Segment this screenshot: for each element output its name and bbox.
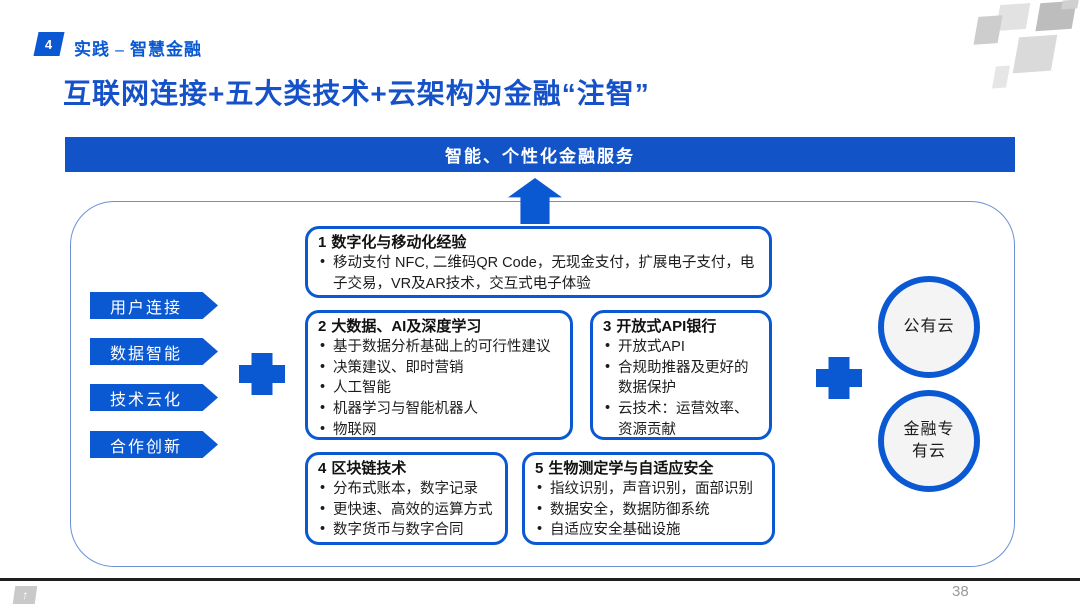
page-number: 38: [952, 583, 969, 600]
box-bullet: 开放式API: [603, 336, 759, 358]
box-bullet: 云技术：运营效率、资源贡献: [603, 398, 759, 440]
section-label: 实践 – 智慧金融: [74, 40, 202, 59]
box-bullet: 指纹识别，声音识别，面部识别: [535, 478, 762, 500]
page-title: 互联网连接+五大类技术+云架构为金融“注智”: [63, 78, 650, 109]
box-bullet: 更快速、高效的运算方式: [318, 499, 495, 521]
logo-icon: ↑: [12, 586, 38, 604]
box-bullet: 基于数据分析基础上的可行性建议: [318, 336, 560, 358]
top-banner: 智能、个性化金融服务: [65, 137, 1015, 172]
box-bullet: 移动支付 NFC, 二维码QR Code，无现金支付，扩展电子支付，电子交易，V…: [318, 252, 759, 294]
cloud-label: 金融专有云: [903, 420, 955, 460]
box-bullet-list: 指纹识别，声音识别，面部识别 数据安全，数据防御系统 自适应安全基础设施: [535, 478, 762, 541]
box-bullet-list: 移动支付 NFC, 二维码QR Code，无现金支付，扩展电子支付，电子交易，V…: [318, 252, 759, 294]
box-bullet: 人工智能: [318, 377, 560, 399]
box-bullet: 合规助推器及更好的数据保护: [603, 357, 759, 399]
box-bullet: 决策建议、即时营销: [318, 357, 560, 379]
flow-label-tech-cloud: 技术云化: [90, 384, 218, 411]
plus-icon: [239, 353, 285, 395]
decor-square-icon: [1012, 34, 1058, 74]
box-bullet: 数字货币与数字合同: [318, 519, 495, 541]
box-bullet: 机器学习与智能机器人: [318, 398, 560, 420]
decor-square-icon: [1061, 0, 1079, 10]
flow-label-data-intelligence: 数据智能: [90, 338, 218, 365]
box-number: 4: [318, 460, 327, 477]
plus-icon: [816, 357, 862, 399]
box-bullet-list: 基于数据分析基础上的可行性建议 决策建议、即时营销 人工智能 机器学习与智能机器…: [318, 336, 560, 441]
box-bullet: 数据安全，数据防御系统: [535, 499, 762, 521]
footer-divider: [0, 578, 1080, 581]
cloud-public: 公有云: [878, 276, 980, 378]
box-bullet: 分布式账本，数字记录: [318, 478, 495, 500]
box-bullet-list: 开放式API 合规助推器及更好的数据保护 云技术：运营效率、资源贡献: [603, 336, 759, 440]
box-bullet: 物联网: [318, 419, 560, 441]
box-bullet-list: 分布式账本，数字记录 更快速、高效的运算方式 数字货币与数字合同: [318, 478, 495, 541]
cloud-finance-private: 金融专有云: [878, 390, 980, 492]
decor-square-icon: [991, 65, 1011, 89]
section-number: 4: [45, 36, 53, 52]
box-number: 3: [603, 318, 612, 335]
decor-square-icon: [973, 15, 1003, 45]
cloud-label: 公有云: [903, 317, 955, 335]
box-number: 2: [318, 318, 327, 335]
box-number: 5: [535, 460, 544, 477]
box-number: 1: [318, 234, 327, 251]
flow-label-user-connect: 用户连接: [90, 292, 218, 319]
section-number-badge: 4: [33, 32, 65, 56]
box-bullet: 自适应安全基础设施: [535, 519, 762, 541]
flow-label-cooperation: 合作创新: [90, 431, 218, 458]
